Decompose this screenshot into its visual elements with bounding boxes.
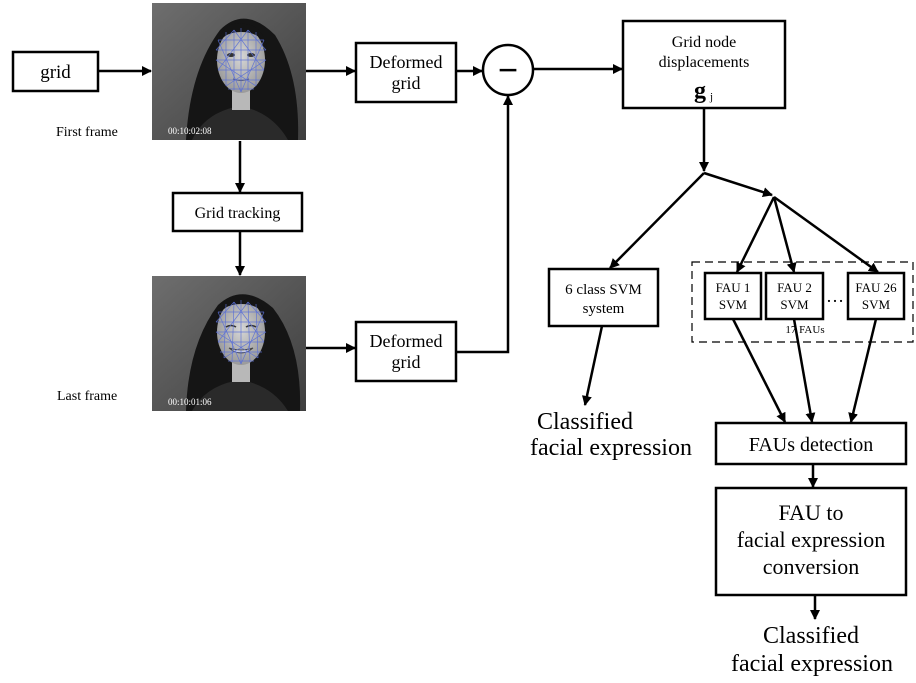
arrow-fau1-to-detection (731, 318, 787, 423)
deformed-grid-bottom-line2: grid (392, 352, 421, 372)
displacements-subscript: j (709, 91, 713, 103)
arrow-deformed-bottom-to-difference (456, 95, 513, 354)
fau-ellipsis: … (826, 286, 844, 306)
connectors (98, 64, 879, 620)
deformed-grid-bottom-line1: Deformed (370, 331, 443, 351)
fau1-line2: SVM (719, 297, 748, 312)
last-frame-caption: Last frame (57, 389, 117, 404)
arrow-to-fau2 (772, 196, 797, 273)
conversion-box (714, 486, 908, 597)
conversion-line1: FAU to (779, 500, 844, 525)
last-frame-timecode: 00:10:01:06 (168, 397, 212, 407)
classified-right-line1: Classified (763, 623, 859, 649)
grid-tracking-label: Grid tracking (195, 205, 281, 222)
svm6-line2: system (583, 301, 625, 317)
arrow-to-svm6 (609, 172, 705, 269)
arrow-to-fau26 (773, 195, 879, 274)
deformed-grid-top-line2: grid (392, 73, 421, 93)
last-frame-image: 00:10:01:06 (152, 276, 306, 411)
displacements-line1: Grid node (672, 34, 736, 51)
svm6-line1: 6 class SVM (565, 282, 642, 298)
deformed-grid-bottom-box (354, 320, 458, 383)
classified-left-line1: Classified (537, 409, 633, 435)
fau-detection-label: FAUs detection (749, 434, 874, 456)
svm6-box (547, 267, 660, 328)
fau2-svm-box (764, 271, 825, 321)
fau26-svm-box (846, 271, 906, 321)
first-frame-caption: First frame (56, 125, 118, 140)
arrow-to-fau1 (735, 196, 776, 273)
displacements-line2: displacements (659, 54, 750, 71)
displacements-symbol: g (694, 78, 706, 104)
fau1-line1: FAU 1 (716, 280, 751, 295)
deformed-grid-top-box (354, 41, 458, 104)
conversion-line2: facial expression (737, 527, 885, 552)
difference-symbol: − (498, 50, 519, 90)
grid-label: grid (40, 62, 71, 83)
first-frame-image: 00:10:02:08 (152, 3, 306, 140)
faus-group-label: 17 FAUs (785, 324, 824, 336)
first-frame-grid-mesh (215, 28, 267, 93)
grid-tracking-box (171, 191, 304, 233)
fau26-line2: SVM (862, 297, 891, 312)
fau-detection-box (714, 421, 908, 466)
displacements-box (621, 19, 787, 110)
classified-right-line2: facial expression (731, 651, 893, 677)
arrow-fau26-to-detection (848, 318, 878, 423)
classified-left-line2: facial expression (530, 435, 692, 461)
arrow-to-fau-split (703, 171, 773, 197)
fau2-line1: FAU 2 (777, 280, 812, 295)
faus-group-frame (691, 261, 914, 343)
arrow-svm6-to-classified (582, 325, 604, 406)
deformed-grid-top-line1: Deformed (370, 52, 443, 72)
conversion-line3: conversion (763, 554, 860, 579)
arrow-fau2-to-detection (792, 318, 816, 423)
first-frame-timecode: 00:10:02:08 (168, 126, 212, 136)
fau2-line2: SVM (780, 297, 809, 312)
fau26-line1: FAU 26 (855, 280, 897, 295)
last-frame-grid-mesh (215, 300, 267, 365)
